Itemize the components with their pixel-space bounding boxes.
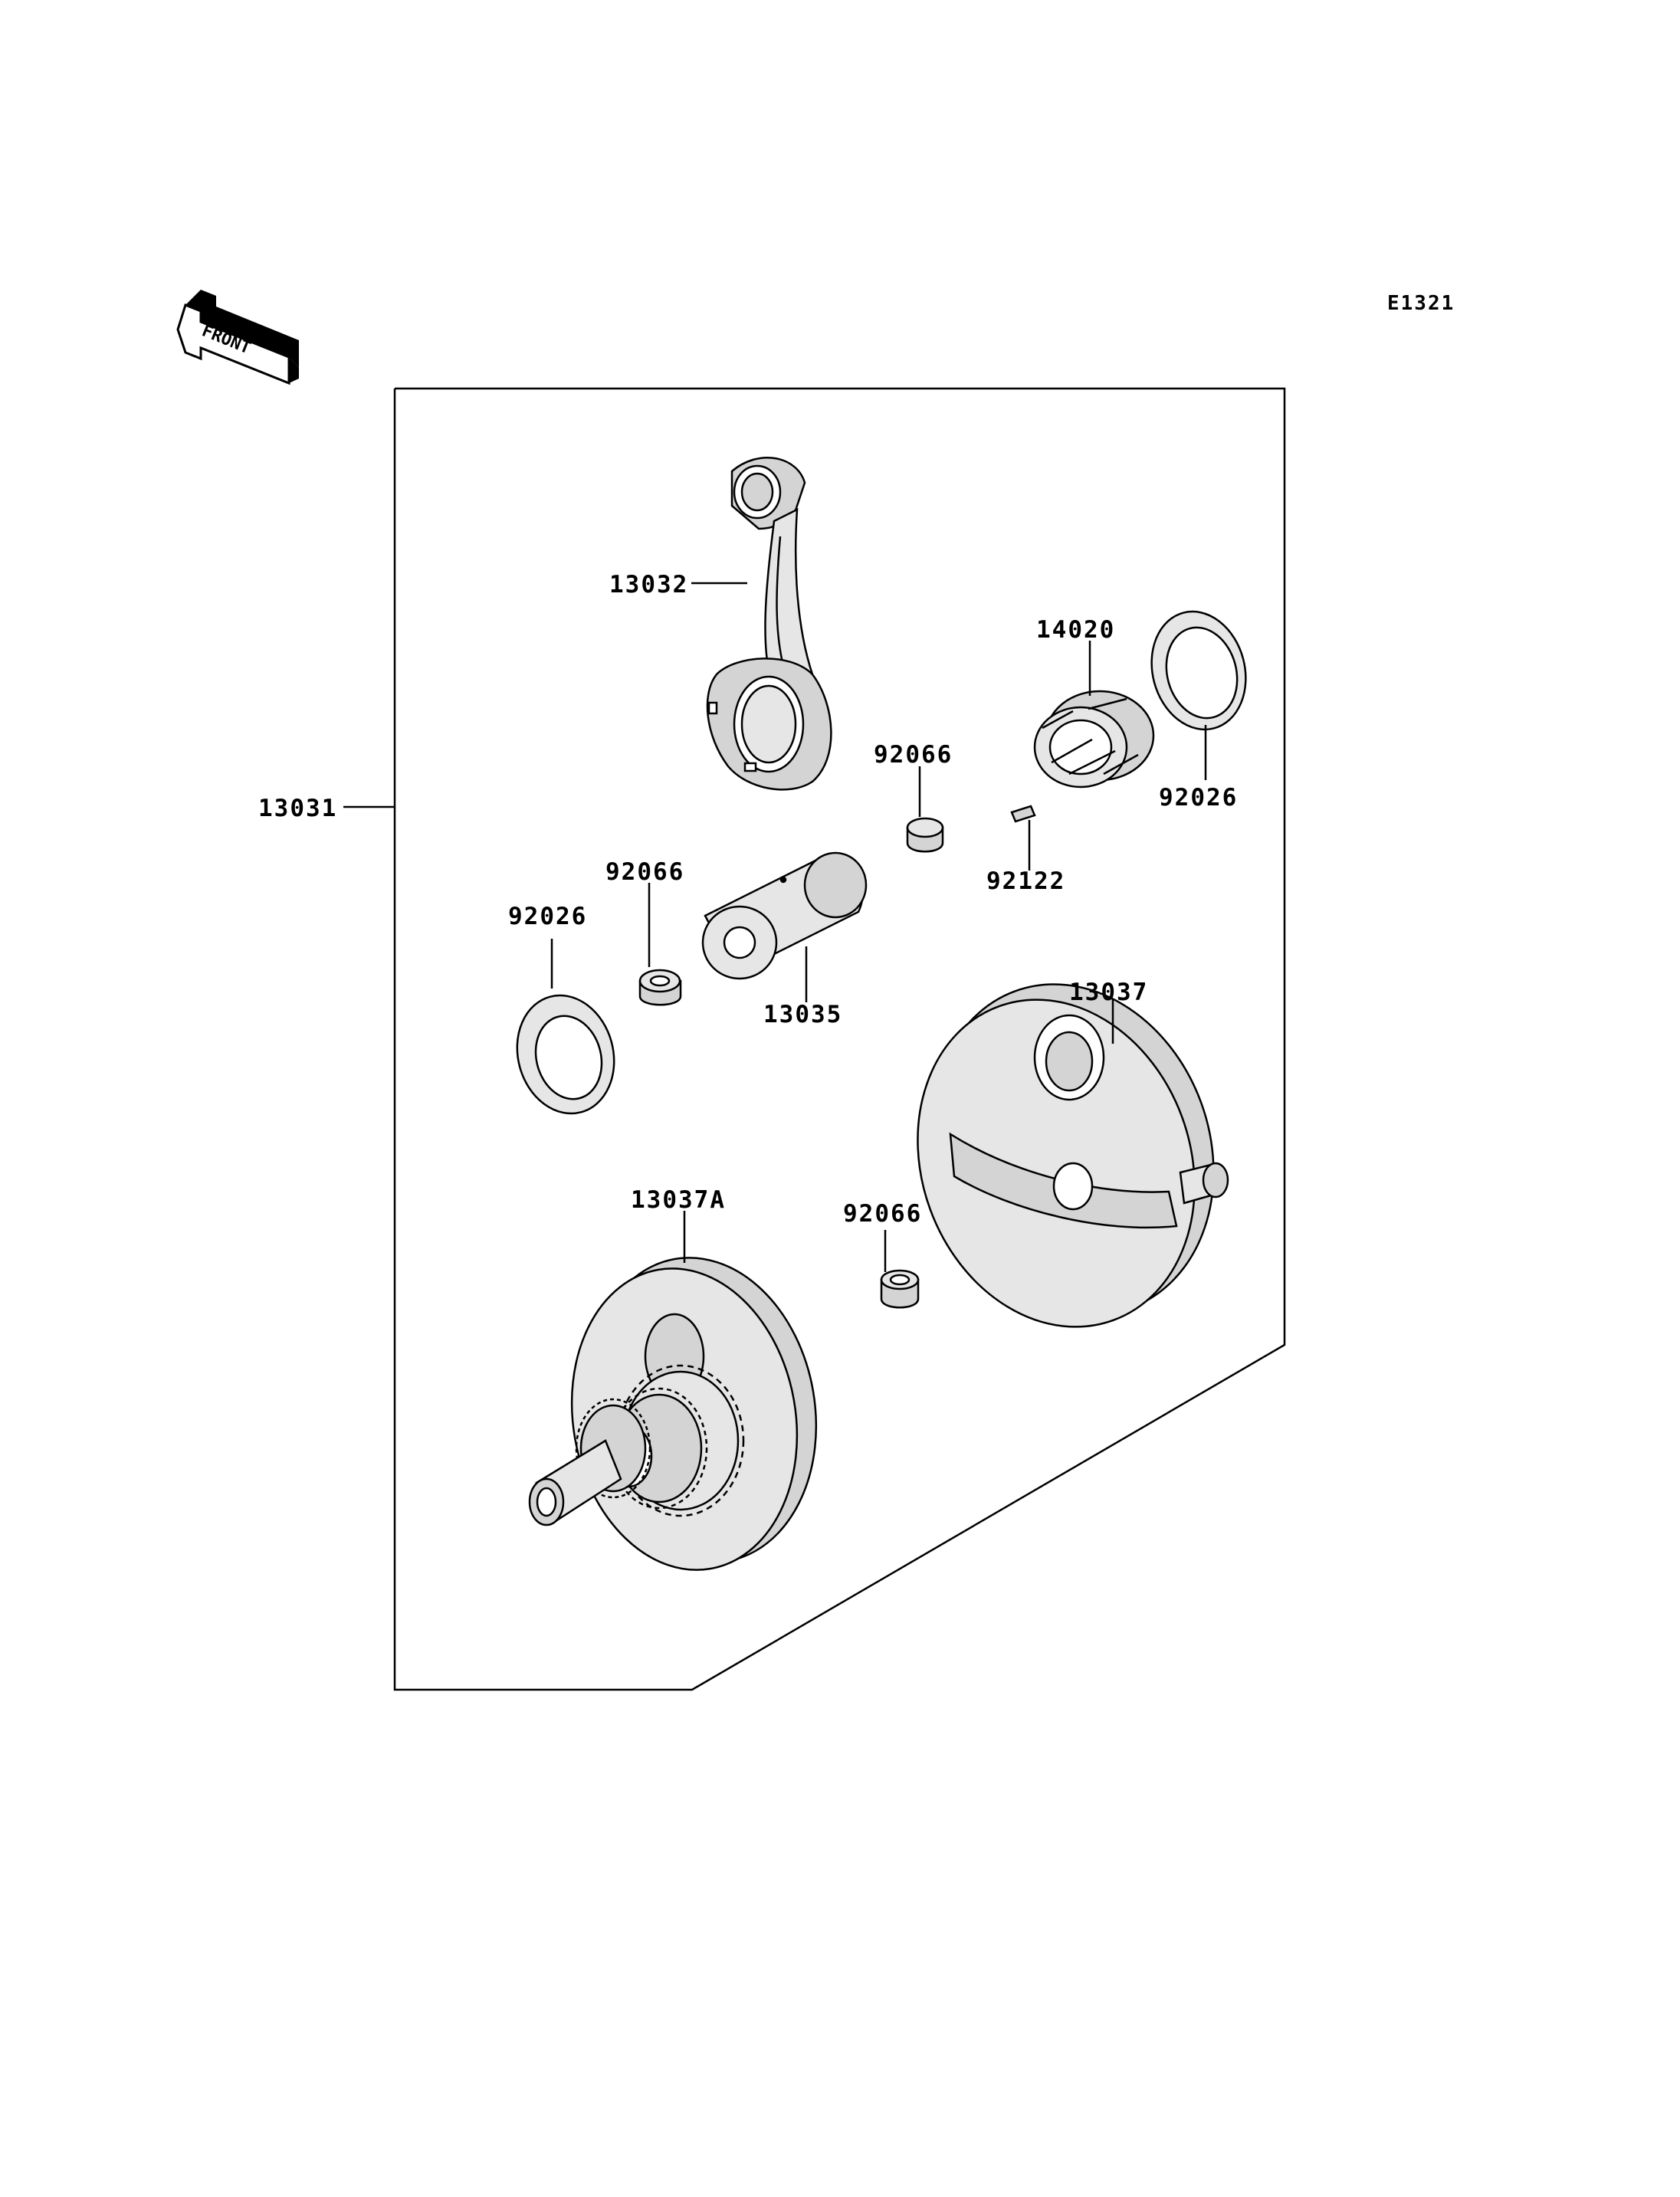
pin xyxy=(1010,805,1036,823)
connecting-rod xyxy=(706,457,832,791)
callout-collar-upper: 92066 xyxy=(874,741,953,769)
collar-upper xyxy=(906,817,944,853)
callout-washer-left: 92026 xyxy=(508,903,587,930)
callout-washer-right: 92026 xyxy=(1159,784,1238,812)
callout-flywheel-left: 13037A xyxy=(631,1186,726,1214)
crank-flywheel-left xyxy=(528,1257,818,1571)
callout-pin: 92122 xyxy=(986,867,1065,895)
callout-collar-lower: 92066 xyxy=(843,1200,922,1228)
callout-crank-pin: 13035 xyxy=(763,1001,842,1028)
thrust-washer-left xyxy=(516,994,615,1115)
needle-bearing xyxy=(1033,690,1155,789)
callout-assembly: 13031 xyxy=(258,795,337,822)
assembly-frame xyxy=(393,387,1286,1691)
front-arrow-icon: FRONT xyxy=(176,290,299,385)
crank-pin xyxy=(701,851,868,980)
callout-collar-left: 92066 xyxy=(605,858,684,886)
collar-left xyxy=(638,969,682,1006)
diagram-code: E1321 xyxy=(1387,292,1455,315)
crank-flywheel-right xyxy=(917,983,1229,1328)
thrust-washer-right xyxy=(1150,610,1247,731)
callout-connecting-rod: 13032 xyxy=(609,571,688,598)
callout-flywheel-right: 13037 xyxy=(1069,979,1148,1006)
callout-needle-bearing: 14020 xyxy=(1036,616,1115,644)
collar-lower xyxy=(880,1269,920,1309)
